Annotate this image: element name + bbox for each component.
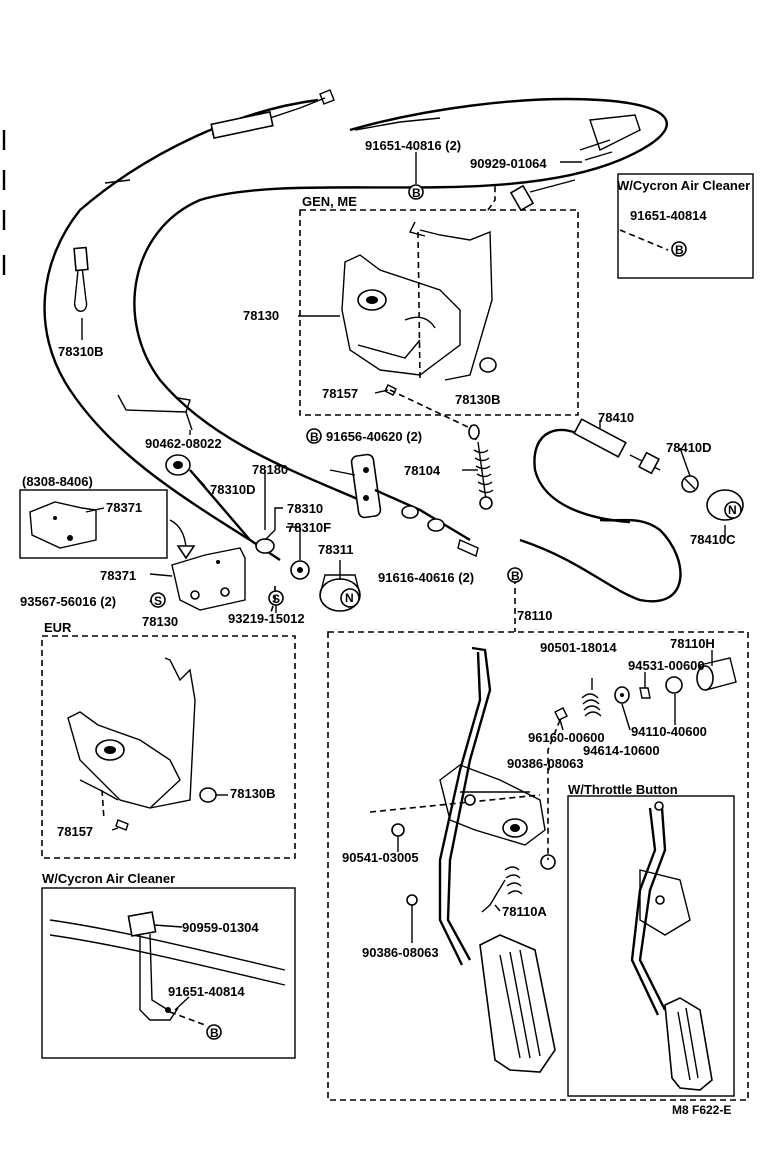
symbol-n-knob: N bbox=[345, 591, 354, 605]
label-eur: EUR bbox=[44, 620, 72, 635]
label-8308-8406: (8308-8406) bbox=[22, 474, 93, 489]
label-78180: 78180 bbox=[252, 462, 288, 477]
label-78104: 78104 bbox=[404, 463, 441, 478]
gen-me-assembly-box: B bbox=[299, 184, 579, 429]
pedal-assembly-box: B bbox=[327, 567, 749, 1101]
connector-90929 bbox=[509, 179, 576, 212]
label-78410: 78410 bbox=[598, 410, 634, 425]
label-w-throttle: W/Throttle Button bbox=[568, 782, 678, 797]
symbol-b-pedal: B bbox=[511, 569, 520, 583]
symbol-n-knob-2: N bbox=[728, 503, 737, 517]
label-91616-40616: 91616-40616 (2) bbox=[378, 570, 474, 585]
nut-78410d bbox=[681, 475, 699, 493]
label-78410c: 78410C bbox=[690, 532, 736, 547]
label-90386-08063-b: 90386-08063 bbox=[362, 945, 439, 960]
label-90929-01064: 90929-01064 bbox=[470, 156, 547, 171]
throttle-cable-long bbox=[133, 97, 668, 502]
label-90386-08063-a: 90386-08063 bbox=[507, 756, 584, 771]
link-bracket-91656 bbox=[329, 453, 479, 557]
throttle-button-box bbox=[567, 795, 735, 1097]
symbol-b-cyron-bottom: B bbox=[210, 1026, 219, 1040]
label-78130b-top: 78130B bbox=[455, 392, 501, 407]
accelerator-cable-78180 bbox=[43, 89, 335, 542]
label-78310f: 78310F bbox=[287, 520, 331, 535]
symbol-s-93219: S bbox=[272, 592, 280, 606]
symbol-b-gen: B bbox=[412, 186, 421, 200]
label-93219-15012: 93219-15012 bbox=[228, 611, 305, 626]
spring-rod-78104 bbox=[468, 424, 494, 510]
label-94531-00600: 94531-00600 bbox=[628, 658, 705, 673]
label-78371: 78371 bbox=[100, 568, 136, 583]
label-90959-01304: 90959-01304 bbox=[182, 920, 259, 935]
label-78310: 78310 bbox=[287, 501, 323, 516]
label-78157-top: 78157 bbox=[322, 386, 358, 401]
label-78130b-eur: 78130B bbox=[230, 786, 276, 801]
label-96160-00600: 96160-00600 bbox=[528, 730, 605, 745]
label-93567-56016: 93567-56016 (2) bbox=[20, 594, 116, 609]
label-78110h: 78110H bbox=[670, 636, 715, 651]
label-78110: 78110 bbox=[517, 608, 552, 623]
label-91651-40814-bottom: 91651-40814 bbox=[168, 984, 245, 999]
label-91656-40620: 91656-40620 (2) bbox=[326, 429, 422, 444]
cable-clip-90462 bbox=[117, 394, 193, 431]
leader-lines bbox=[85, 152, 726, 1011]
wcyron-bottom-box: B bbox=[41, 887, 296, 1059]
symbol-b-cyron-top: B bbox=[675, 243, 684, 257]
label-gen-me: GEN, ME bbox=[302, 194, 357, 209]
label-91651-40816: 91651-40816 (2) bbox=[365, 138, 461, 153]
label-90501-18014: 90501-18014 bbox=[540, 640, 617, 655]
label-78310b: 78310B bbox=[58, 344, 104, 359]
label-78310d: 78310D bbox=[210, 482, 256, 497]
bracket-78371 bbox=[171, 547, 246, 611]
label-78130-top: 78130 bbox=[243, 308, 279, 323]
label-94110-40600: 94110-40600 bbox=[631, 724, 707, 739]
screw-symbols: S S bbox=[150, 590, 284, 608]
label-90462-08022: 90462-08022 bbox=[145, 436, 222, 451]
lower-cable-78410 bbox=[519, 418, 682, 603]
label-wcyron-top: W/Cycron Air Cleaner bbox=[617, 178, 750, 193]
label-wcyron-bottom: W/Cycron Air Cleaner bbox=[42, 871, 175, 886]
nut-78310f bbox=[290, 560, 310, 580]
label-78130-eur: 78130 bbox=[142, 614, 178, 629]
cable-grommet-78310d bbox=[165, 454, 281, 561]
bracket-8308-box bbox=[19, 489, 196, 560]
label-78157-eur: 78157 bbox=[57, 824, 93, 839]
label-91651-40814-top: 91651-40814 bbox=[630, 208, 707, 223]
label-94614-10600: 94614-10600 bbox=[583, 743, 660, 758]
label-78110a: 78110A bbox=[502, 904, 547, 919]
symbol-b-91656: B bbox=[310, 430, 319, 444]
knob-78311: N bbox=[319, 574, 361, 612]
knob-78410c: N bbox=[706, 489, 744, 521]
label-90541-03005: 90541-03005 bbox=[342, 850, 419, 865]
symbol-s-93567: S bbox=[154, 594, 162, 608]
cable-clamp-78310b bbox=[73, 246, 89, 340]
label-78311: 78311 bbox=[318, 542, 353, 557]
part-labels: 91651-40816 (2) 90929-01064 W/Cycron Air… bbox=[20, 138, 750, 1117]
label-78410d: 78410D bbox=[666, 440, 712, 455]
diagram-code: M8 F622-E bbox=[672, 1103, 731, 1117]
eur-assembly-box bbox=[41, 586, 296, 859]
wcyron-top-box: B bbox=[617, 173, 754, 279]
label-78371-box: 78371 bbox=[106, 500, 142, 515]
